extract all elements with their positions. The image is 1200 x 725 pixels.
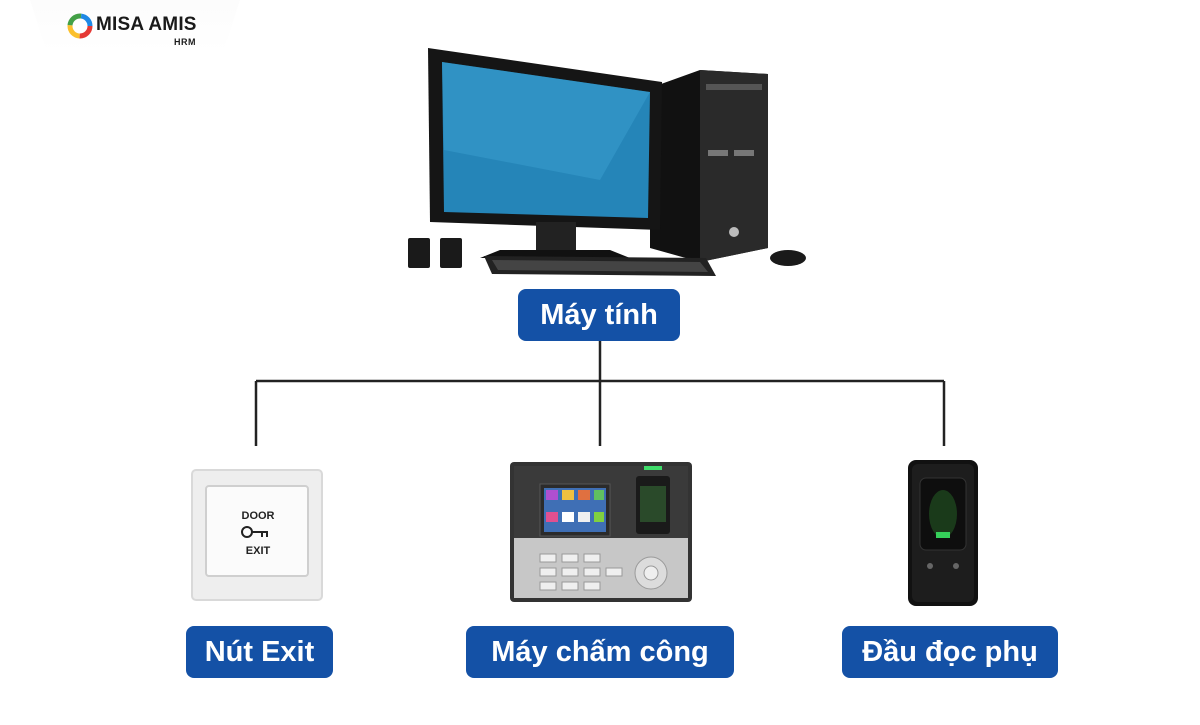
time-clock-label: Máy chấm công: [466, 626, 734, 678]
exit-button-label: Nút Exit: [186, 626, 333, 678]
computer-label: Máy tính: [518, 289, 680, 341]
reader-label: Đầu đọc phụ: [842, 626, 1058, 678]
